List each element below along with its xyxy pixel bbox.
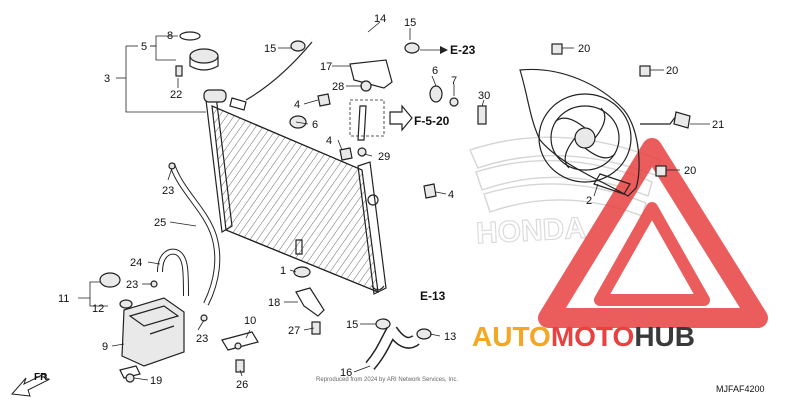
callout-20-lower: 20 — [684, 165, 696, 177]
leader-lines — [78, 21, 710, 381]
callout-17: 17 — [320, 61, 332, 73]
callout-4-right: 4 — [448, 189, 454, 201]
siphon-tubes — [150, 162, 221, 322]
callout-6-upper: 6 — [432, 65, 438, 77]
callout-27: 27 — [288, 325, 300, 337]
callout-25: 25 — [154, 217, 166, 229]
callout-21: 21 — [712, 119, 724, 131]
callout-10: 10 — [244, 315, 256, 327]
automotohub-watermark: AUTOMOTOHUB — [472, 321, 695, 352]
callout-12: 12 — [92, 303, 104, 315]
watermark-triangle — [538, 138, 768, 328]
brackets — [221, 266, 325, 373]
front-direction-arrow: FR. — [10, 372, 50, 397]
callout-29: 29 — [378, 151, 390, 163]
upper-hose — [245, 21, 411, 101]
callout-23-top: 23 — [162, 185, 174, 197]
callout-1: 1 — [280, 265, 286, 277]
callout-6-lower: 6 — [312, 119, 318, 131]
copyright-notice: Reproduced from 2024 by ARI Network Serv… — [316, 377, 458, 383]
callout-2: 2 — [586, 195, 592, 207]
callout-4-middle: 4 — [326, 135, 332, 147]
callout-20-top: 20 — [578, 43, 590, 55]
honda-logo-text: HONDA — [475, 212, 587, 251]
callout-16: 16 — [340, 367, 352, 379]
hose-clamps — [290, 40, 432, 340]
honda-wing-background-logo: HONDA — [469, 136, 661, 251]
callout-4-upper: 4 — [294, 99, 300, 111]
diagram-code: MJFAF4200 — [716, 384, 765, 394]
watermark-auto: AUTO — [472, 321, 551, 352]
callout-24: 24 — [130, 257, 142, 269]
callout-14: 14 — [374, 13, 386, 25]
fr-label: FR. — [34, 372, 50, 383]
callout-19: 19 — [150, 375, 162, 387]
reserve-tank — [99, 272, 185, 383]
callout-numbers: 3 5 8 22 15 14 15 E-23 17 28 6 7 30 4 6 … — [58, 13, 724, 391]
rubber-mounts — [289, 93, 437, 199]
callout-9: 9 — [102, 341, 108, 353]
ref-e23: E-23 — [450, 43, 476, 57]
e23-arrow — [420, 46, 448, 54]
callout-20-middle: 20 — [666, 65, 678, 77]
callout-13: 13 — [444, 331, 456, 343]
callout-11: 11 — [58, 293, 69, 305]
cooling-fan — [519, 68, 691, 197]
reference-box — [349, 99, 413, 137]
radiator — [203, 89, 387, 295]
callout-22: 22 — [170, 89, 182, 101]
callout-23-middle: 23 — [126, 279, 138, 291]
callout-3: 3 — [104, 73, 110, 85]
radiator-cap — [175, 31, 219, 77]
lower-hose — [365, 326, 420, 370]
callout-7: 7 — [451, 75, 457, 87]
svg-text:AUTOMOTOHUB: AUTOMOTOHUB — [472, 321, 695, 352]
ref-e13: E-13 — [420, 289, 446, 303]
callout-18: 18 — [268, 297, 280, 309]
callout-23-lower: 23 — [196, 333, 208, 345]
callout-28: 28 — [332, 81, 344, 93]
watermark-hub: HUB — [634, 321, 695, 352]
callout-15-upper-right: 15 — [404, 17, 416, 29]
callout-30: 30 — [478, 90, 490, 102]
ref-f520: F-5-20 — [414, 114, 450, 128]
callout-15-upper-left: 15 — [264, 43, 276, 55]
callout-8: 8 — [167, 30, 173, 42]
callout-15-lower: 15 — [346, 319, 358, 331]
fan-bolts — [551, 43, 667, 177]
thermostat-bracket — [349, 59, 487, 125]
callout-26: 26 — [236, 379, 248, 391]
watermark-moto: MOTO — [551, 321, 634, 352]
callout-5: 5 — [141, 41, 147, 53]
